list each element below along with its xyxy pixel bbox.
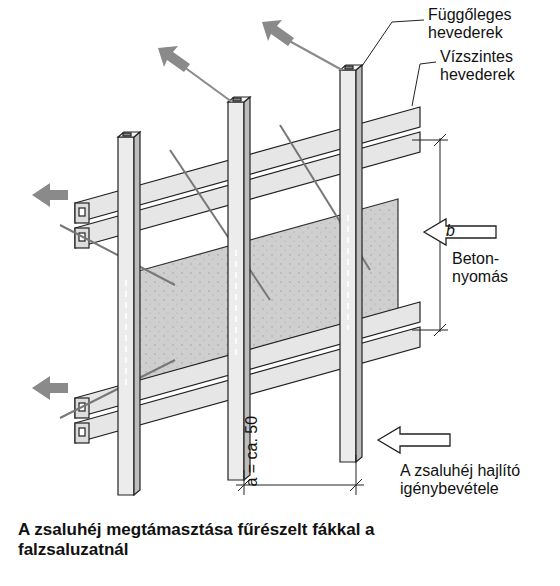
part-label: Függőleges hevederek — [428, 6, 554, 43]
bending-arrow — [378, 427, 450, 453]
part-label: A zsaluhéj hajlító igénybevétele — [400, 462, 550, 499]
tie-rods — [60, 125, 370, 418]
dimension-label: b — [446, 222, 466, 240]
vertical-posts — [118, 65, 362, 495]
figure-caption: A zsaluhéj megtámasztása fűrészelt fákka… — [18, 520, 418, 561]
dimension-label: a = ca. 50 — [243, 401, 261, 501]
tie-force-arrows — [32, 20, 294, 400]
part-label: Vízszintes hevederek — [440, 48, 556, 85]
leader-lines — [362, 20, 436, 106]
part-label: Beton- nyomás — [452, 250, 514, 287]
pressure-arrow — [424, 219, 496, 245]
